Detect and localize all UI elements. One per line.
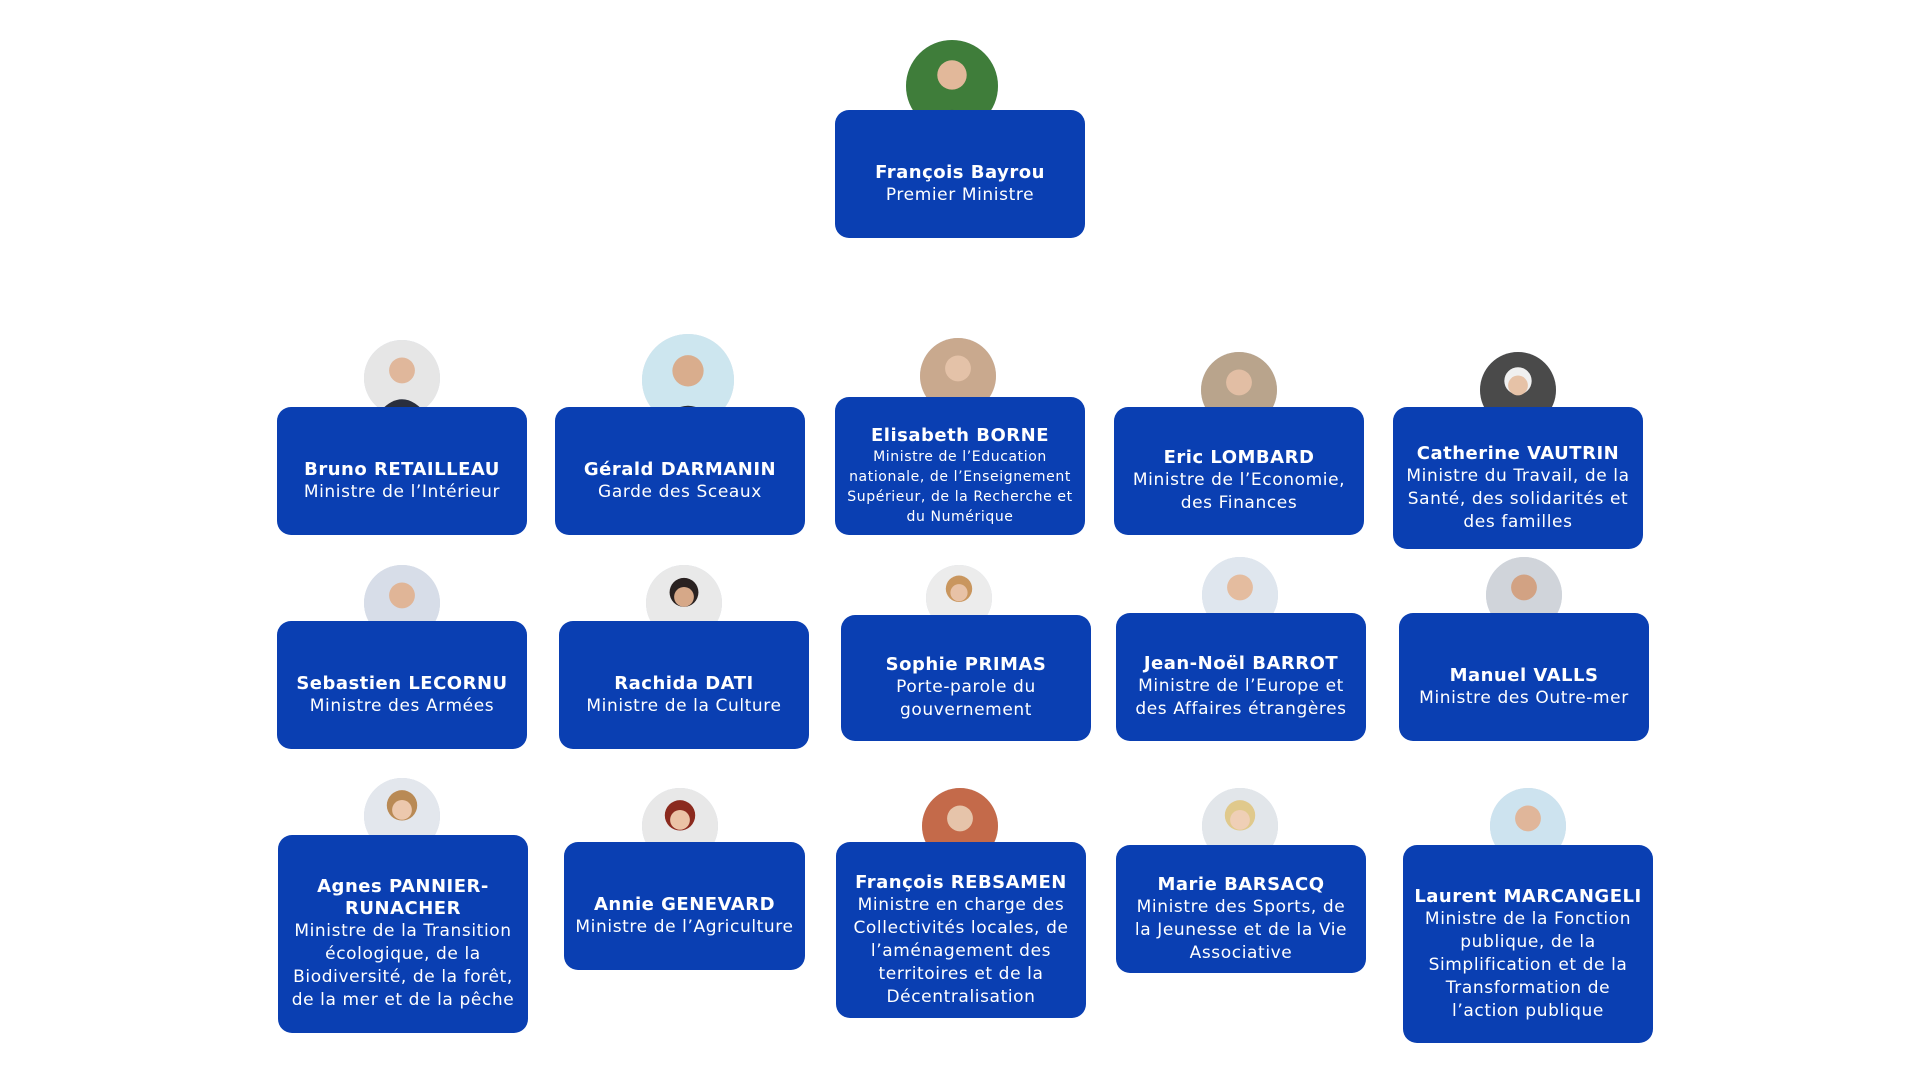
minister-role: Ministre de la Transition écologique, de… xyxy=(291,921,515,1010)
minister-name: Rachida DATI xyxy=(614,672,754,694)
card-minister-10: Agnes PANNIER-RUNACHER Ministre de la Tr… xyxy=(278,835,528,1033)
minister-role: Ministre du Travail, de la Santé, des so… xyxy=(1406,465,1630,532)
card-minister-9: Manuel VALLS Ministre des Outre-mer xyxy=(1399,613,1649,741)
minister-name: Elisabeth BORNE xyxy=(870,425,1050,446)
minister-role: Ministre de l’Europe et des Affaires étr… xyxy=(1135,676,1347,719)
prime-minister-role: Premier Ministre xyxy=(885,184,1035,205)
minister-name: Sophie PRIMAS xyxy=(885,654,1047,675)
card-minister-11: Annie GENEVARD Ministre de l’Agriculture xyxy=(564,842,805,970)
card-prime-minister: François Bayrou Premier Ministre xyxy=(835,110,1085,238)
minister-role: Ministre des Sports, de la Jeunesse et d… xyxy=(1134,896,1348,963)
minister-name: Jean-Noël BARROT xyxy=(1143,653,1339,674)
card-minister-3: Eric LOMBARD Ministre de l’Economie, des… xyxy=(1114,407,1364,535)
card-minister-12: François REBSAMEN Ministre en charge des… xyxy=(836,842,1086,1018)
minister-name: Annie GENEVARD xyxy=(593,893,776,915)
minister-name: Bruno RETAILLEAU xyxy=(304,458,500,480)
minister-role: Ministre de la Fonction publique, de la … xyxy=(1424,908,1632,1021)
minister-role: Ministre en charge des Collectivités loc… xyxy=(853,894,1069,1007)
card-minister-0: Bruno RETAILLEAU Ministre de l’Intérieur xyxy=(277,407,527,535)
minister-name: Gérald DARMANIN xyxy=(583,458,777,480)
card-minister-7: Sophie PRIMAS Porte-parole du gouverneme… xyxy=(841,615,1091,741)
minister-name: François REBSAMEN xyxy=(855,871,1067,893)
minister-role: Ministre de la Culture xyxy=(586,695,782,716)
minister-role: Ministre des Outre-mer xyxy=(1419,687,1629,708)
card-minister-13: Marie BARSACQ Ministre des Sports, de la… xyxy=(1116,845,1366,973)
minister-name: Laurent MARCANGELI xyxy=(1414,885,1642,907)
minister-role: Porte-parole du gouvernement xyxy=(896,677,1036,720)
minister-name: Eric LOMBARD xyxy=(1163,447,1315,468)
minister-role: Ministre de l’Education nationale, de l’… xyxy=(847,449,1073,525)
minister-name: Sebastien LECORNU xyxy=(296,672,508,694)
minister-name: Agnes PANNIER-RUNACHER xyxy=(317,876,489,919)
avatar-minister-0 xyxy=(364,340,440,416)
minister-role: Ministre de l’Agriculture xyxy=(575,916,794,937)
card-minister-14: Laurent MARCANGELI Ministre de la Foncti… xyxy=(1403,845,1653,1043)
card-minister-4: Catherine VAUTRIN Ministre du Travail, d… xyxy=(1393,407,1643,549)
minister-name: Manuel VALLS xyxy=(1449,664,1599,686)
minister-role: Garde des Sceaux xyxy=(598,481,762,502)
card-minister-2: Elisabeth BORNE Ministre de l’Education … xyxy=(835,397,1085,535)
prime-minister-name: François Bayrou xyxy=(875,161,1045,183)
card-minister-5: Sebastien LECORNU Ministre des Armées xyxy=(277,621,527,749)
minister-name: Catherine VAUTRIN xyxy=(1416,442,1620,464)
minister-role: Ministre des Armées xyxy=(309,695,495,716)
card-minister-6: Rachida DATI Ministre de la Culture xyxy=(559,621,809,749)
minister-role: Ministre de l’Economie, des Finances xyxy=(1132,470,1346,513)
minister-role: Ministre de l’Intérieur xyxy=(303,481,501,502)
card-minister-8: Jean-Noël BARROT Ministre de l’Europe et… xyxy=(1116,613,1366,741)
card-minister-1: Gérald DARMANIN Garde des Sceaux xyxy=(555,407,805,535)
minister-name: Marie BARSACQ xyxy=(1157,873,1325,895)
